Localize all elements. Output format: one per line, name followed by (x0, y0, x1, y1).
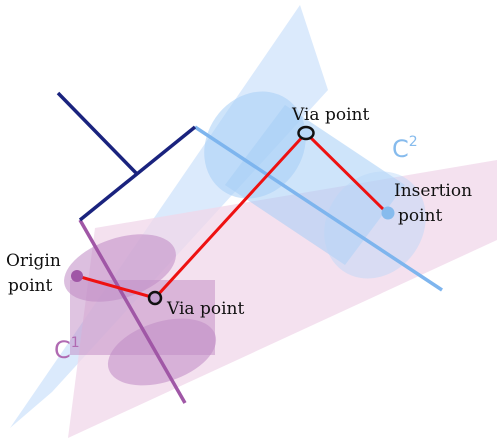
origin-point-marker (71, 270, 83, 282)
reference-frame (56, 91, 197, 222)
muscle-path (76, 130, 389, 300)
c2-axis (194, 125, 443, 292)
cylinder-c2 (204, 91, 426, 279)
c1-label-base: C (54, 336, 71, 364)
c1-label-sup: 1 (71, 335, 80, 351)
c2-label-sup: 2 (409, 134, 418, 150)
via-point-1-label: Via point (166, 299, 244, 319)
c1-label: C1 (54, 335, 80, 364)
c1-axis (78, 219, 187, 404)
via-point-2-label: Via point (291, 105, 369, 125)
via-point-2-marker (297, 125, 315, 141)
cylinder-c1 (64, 234, 217, 386)
insertion-point-marker (381, 206, 395, 220)
c2-label-base: C (392, 135, 409, 163)
insertion-label-line1: Insertion (394, 181, 472, 201)
via-point-1-marker (147, 290, 163, 306)
insertion-label-line2: point (398, 206, 443, 226)
c2-label: C2 (392, 134, 418, 163)
origin-label-line1: Origin (6, 251, 61, 271)
origin-label-line2: point (8, 276, 53, 296)
